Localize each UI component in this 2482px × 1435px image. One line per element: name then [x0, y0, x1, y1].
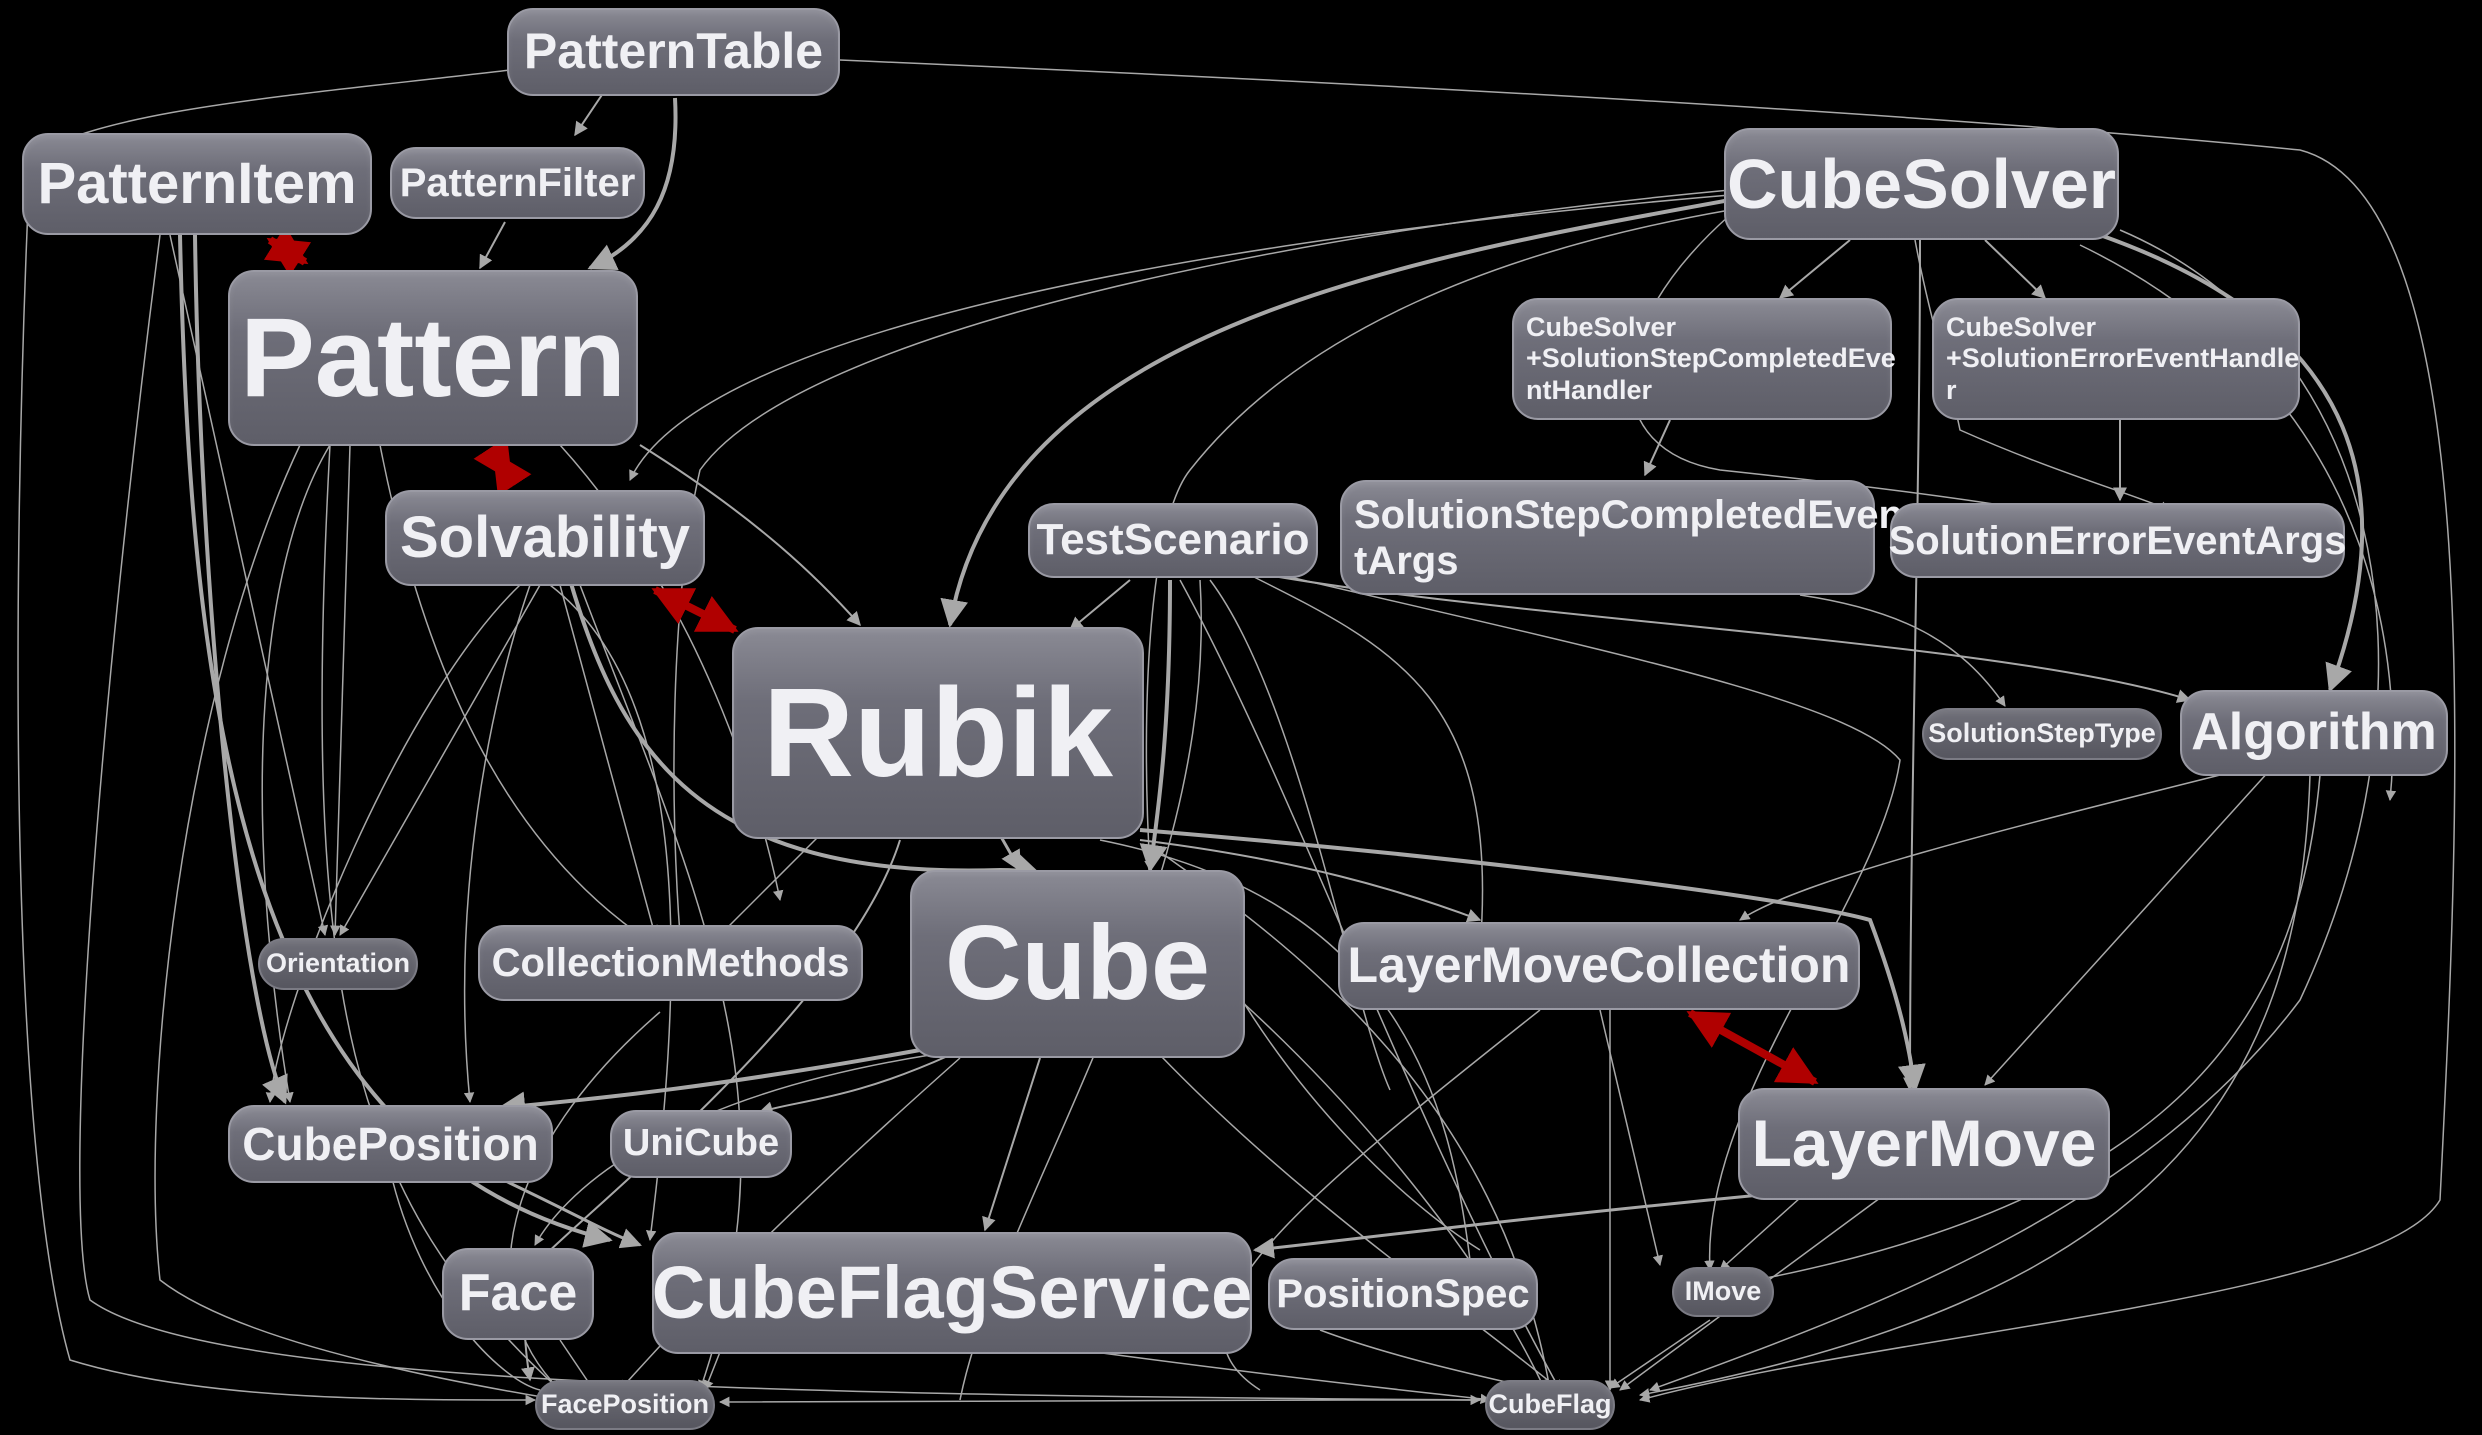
node-pattern-filter[interactable]: PatternFilter	[390, 147, 645, 219]
node-cube[interactable]: Cube	[910, 870, 1245, 1058]
node-orientation[interactable]: Orientation	[258, 938, 418, 990]
node-solution-step-type[interactable]: SolutionStepType	[1922, 708, 2162, 760]
node-algorithm[interactable]: Algorithm	[2180, 690, 2448, 776]
node-imove[interactable]: IMove	[1672, 1267, 1774, 1317]
node-solution-error-event-args[interactable]: SolutionErrorEventArgs	[1889, 503, 2346, 578]
node-cube-solver-step-completed-handler[interactable]: CubeSolver +SolutionStepCompletedEve ntH…	[1512, 298, 1896, 420]
node-layer-move[interactable]: LayerMove	[1738, 1088, 2110, 1200]
node-face-position[interactable]: FacePosition	[535, 1380, 715, 1430]
node-cube-flag[interactable]: CubeFlag	[1485, 1380, 1615, 1430]
node-cube-flag-service[interactable]: CubeFlagService	[652, 1232, 1252, 1354]
node-cube-position[interactable]: CubePosition	[228, 1105, 553, 1183]
node-pattern-item[interactable]: PatternItem	[22, 133, 372, 235]
node-face[interactable]: Face	[442, 1248, 594, 1340]
node-layer-move-collection[interactable]: LayerMoveCollection	[1338, 922, 1860, 1010]
node-test-scenario[interactable]: TestScenario	[1028, 503, 1318, 578]
node-solution-step-completed-event-args[interactable]: SolutionStepCompletedEven tArgs	[1340, 480, 1903, 595]
node-cube-solver-error-handler[interactable]: CubeSolver +SolutionErrorEventHandle r	[1932, 298, 2300, 420]
node-position-spec[interactable]: PositionSpec	[1268, 1258, 1538, 1330]
node-cube-solver[interactable]: CubeSolver	[1724, 128, 2119, 240]
node-rubik[interactable]: Rubik	[732, 627, 1144, 839]
node-pattern[interactable]: Pattern	[228, 270, 638, 446]
node-collection-methods[interactable]: CollectionMethods	[478, 925, 863, 1001]
node-pattern-table[interactable]: PatternTable	[507, 8, 840, 96]
node-solvability[interactable]: Solvability	[385, 490, 705, 586]
node-uni-cube[interactable]: UniCube	[610, 1110, 792, 1178]
